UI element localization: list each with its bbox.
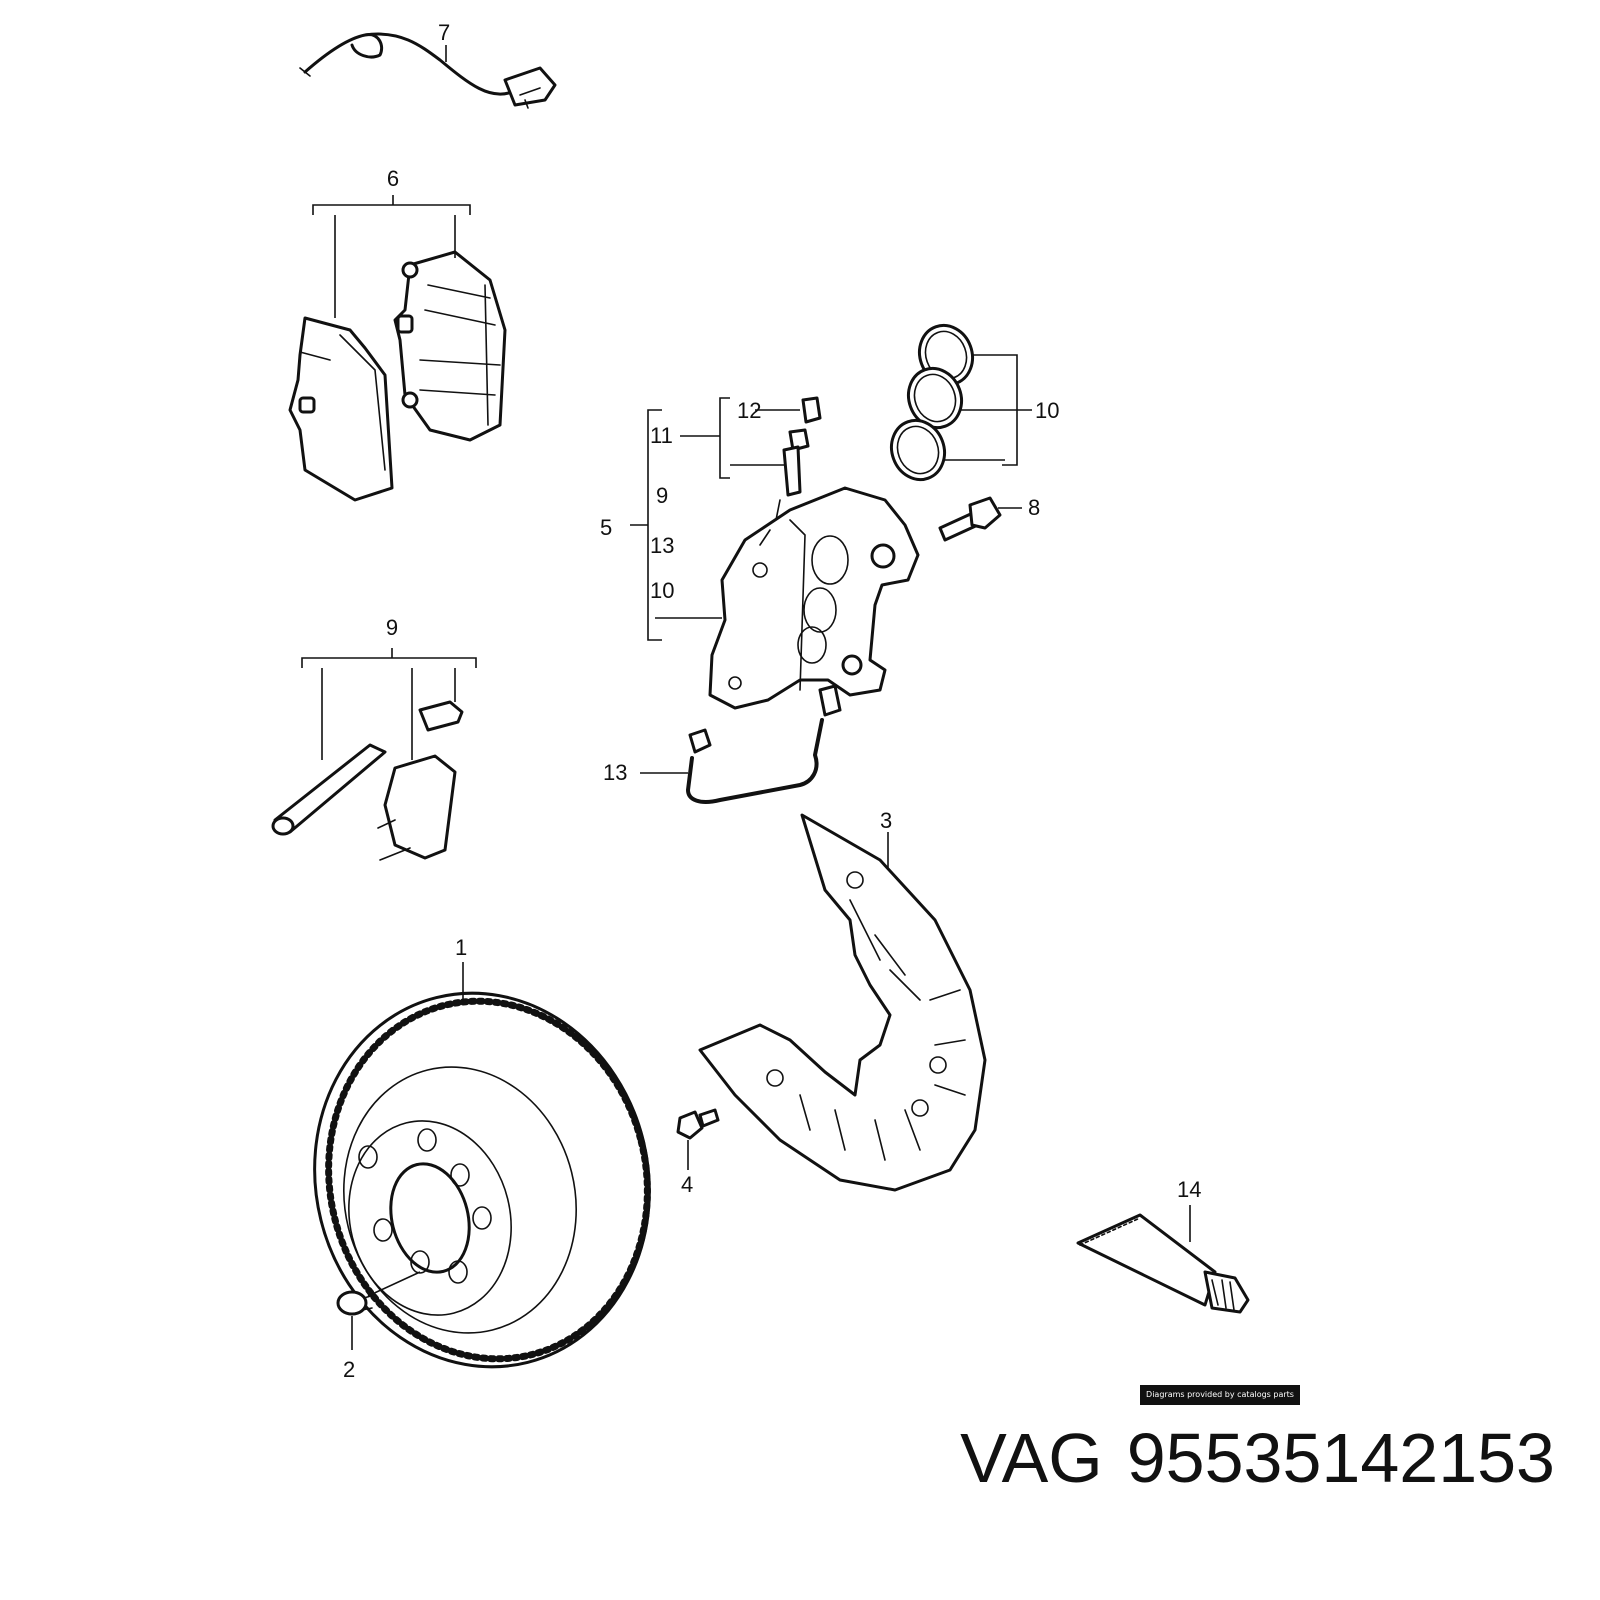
callout-5-item-10: 10: [650, 578, 674, 603]
callout-13: 13: [603, 760, 627, 785]
callout-7: 7: [438, 20, 450, 45]
callout-6: 6: [387, 166, 399, 191]
callout-14: 14: [1177, 1177, 1201, 1202]
disc-screw-part: [336, 1271, 421, 1350]
callout-9-bracket: [301, 648, 477, 760]
piston-seals-part: [890, 323, 974, 482]
callout-2: 2: [343, 1357, 355, 1382]
pad-hardware-part: [271, 700, 464, 861]
brand-label: VAG: [960, 1419, 1103, 1497]
callout-12: 12: [737, 398, 761, 423]
callout-9: 9: [386, 615, 398, 640]
callout-10-bracket: [945, 354, 1032, 466]
wear-sensor-part: [299, 32, 557, 109]
callout-1: 1: [455, 935, 467, 960]
grease-tube-part: [1076, 1205, 1250, 1314]
brake-pads-part: [288, 250, 507, 502]
callout-5: 5: [600, 515, 612, 540]
callout-4: 4: [681, 1172, 693, 1197]
caliper-part: [708, 486, 920, 710]
shield-bolt-part: [676, 1108, 720, 1170]
callout-10: 10: [1035, 398, 1059, 423]
part-number-label: 95535142153: [1126, 1419, 1555, 1497]
brake-disc-part: [313, 962, 651, 1369]
part-caption: VAG 95535142153: [0, 1418, 1555, 1498]
callout-5-item-13: 13: [650, 533, 674, 558]
callout-11: 11: [650, 423, 673, 448]
callout-5-bracket: [630, 409, 722, 641]
callout-8: 8: [1028, 495, 1040, 520]
callout-5-item-9: 9: [656, 483, 668, 508]
callout-11-12-bracket: [680, 397, 800, 479]
splash-shield-part: [698, 813, 987, 1192]
caliper-bolt-part: [938, 496, 1022, 542]
diagram-credit: Diagrams provided by catalogs parts: [1140, 1385, 1300, 1405]
brake-line-part: [640, 684, 842, 804]
callout-3: 3: [880, 808, 892, 833]
bleeder-part: [771, 396, 822, 541]
callout-6-bracket: [312, 195, 471, 318]
